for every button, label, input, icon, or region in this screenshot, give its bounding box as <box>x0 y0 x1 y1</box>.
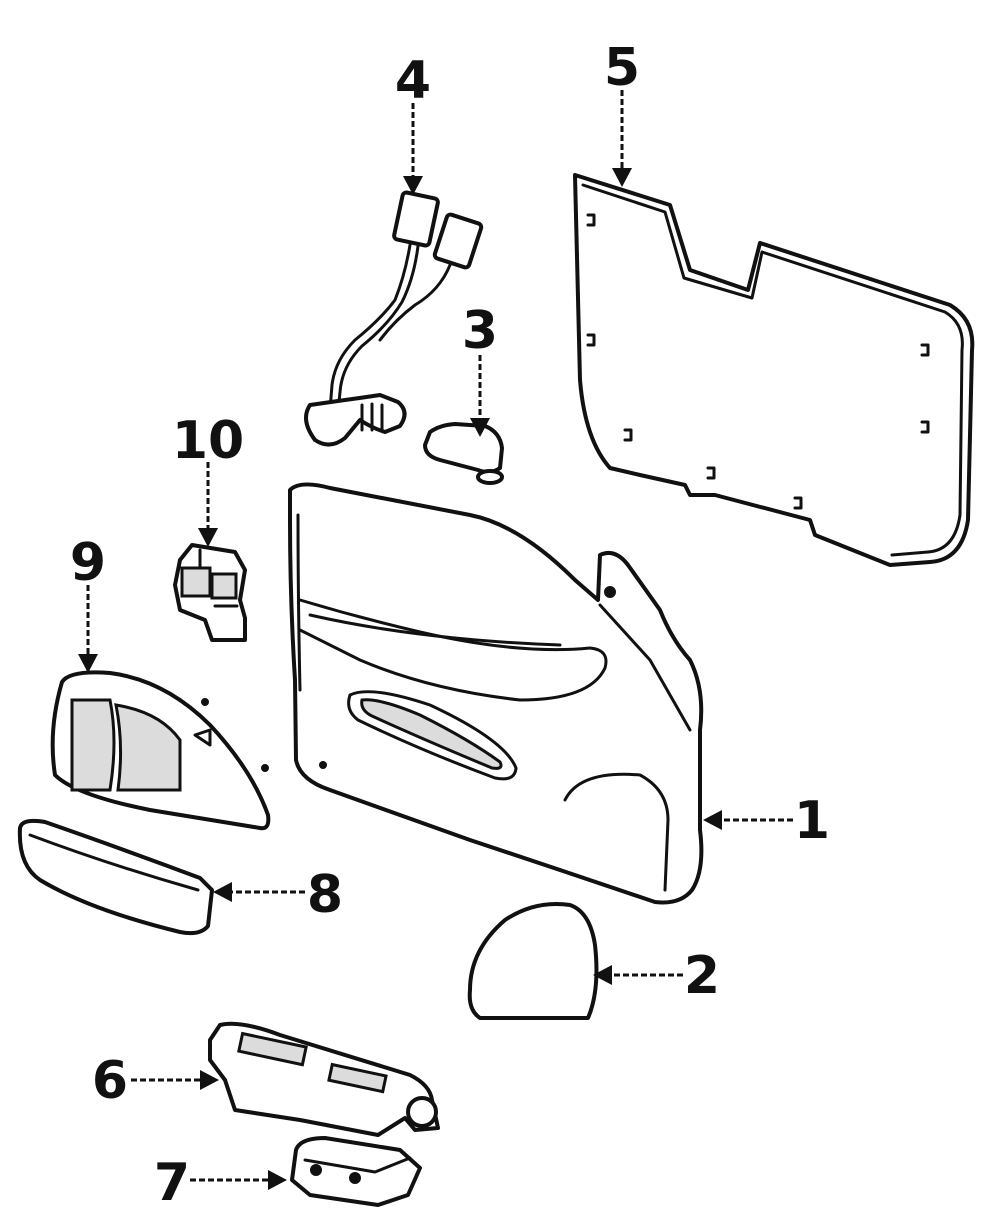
part-9-bezel <box>50 670 271 831</box>
callout-3: 3 <box>462 301 498 361</box>
callout-9: 9 <box>70 533 106 593</box>
part-3-cap <box>423 422 504 485</box>
callout-7: 7 <box>154 1153 190 1213</box>
part-10-switch <box>173 543 247 642</box>
part-5-water-deflector <box>573 173 975 567</box>
callout-10: 10 <box>172 411 244 471</box>
callout-8: 8 <box>307 865 343 925</box>
part-2-mirror-cover <box>467 902 599 1020</box>
callout-1: 1 <box>794 791 830 851</box>
callout-2: 2 <box>684 946 720 1006</box>
part-8-armrest-pad <box>17 818 214 936</box>
callout-4: 4 <box>395 51 431 111</box>
callout-labels: 1 2 3 4 5 6 7 8 9 10 <box>70 38 830 1213</box>
leader-lines <box>78 90 793 1190</box>
part-4-wiring-harness <box>304 190 484 447</box>
part-1-door-trim-panel <box>288 482 704 905</box>
callout-5: 5 <box>604 38 640 98</box>
callout-6: 6 <box>92 1051 128 1111</box>
part-6-window-switch <box>208 1021 440 1137</box>
part-7-switch-module <box>290 1136 422 1207</box>
